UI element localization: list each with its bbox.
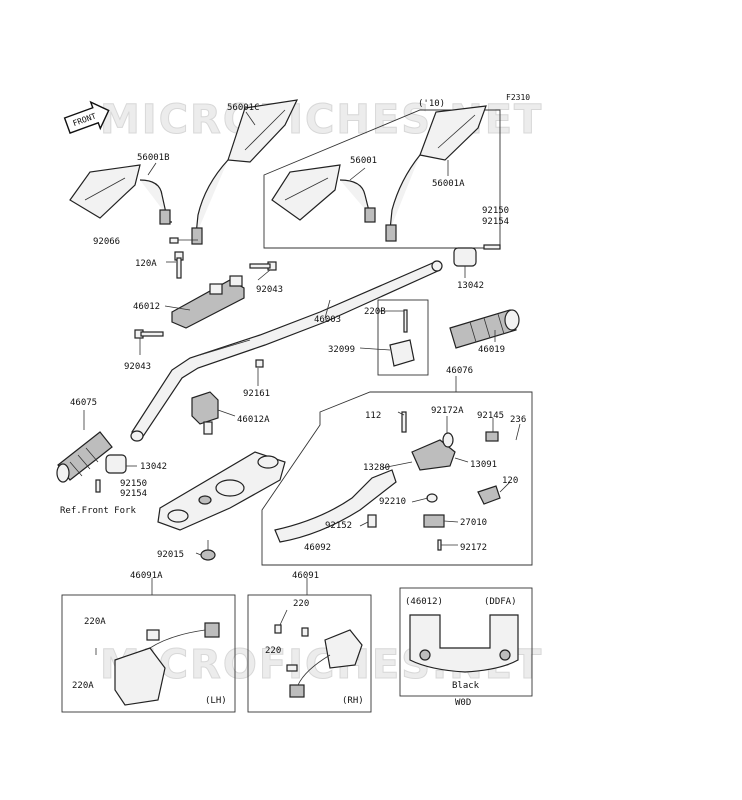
inset-box-32099 [377, 299, 429, 376]
label-13280: 13280 [363, 463, 390, 473]
box-switch-rh [247, 594, 372, 713]
label-46012a: 46012A [237, 415, 270, 425]
nut-92161 [255, 359, 264, 368]
bracket-120 [477, 485, 501, 505]
collar-92152 [367, 514, 377, 528]
label-56001: 56001 [350, 156, 377, 166]
label-92043-top: 92043 [256, 285, 283, 295]
label-92154-bottom: 92154 [120, 489, 147, 499]
bolt-112 [401, 411, 407, 433]
tag-rh: (RH) [342, 696, 364, 706]
label-92066: 92066 [93, 237, 120, 247]
lever-holder-13280 [411, 432, 456, 471]
holder-detail-black [409, 614, 519, 673]
label-220-2: 220 [265, 646, 281, 656]
label-56001c: 56001C [227, 103, 260, 113]
label-92154-top: 92154 [482, 217, 509, 227]
lever-46092 [274, 469, 397, 543]
grip-46075 [56, 431, 113, 483]
label-46075: 46075 [70, 398, 97, 408]
label-92172a: 92172A [431, 406, 464, 416]
label-220a-2: 220A [72, 681, 94, 691]
label-27010: 27010 [460, 518, 487, 528]
nut-92066 [169, 237, 179, 244]
label-46091a: 46091A [130, 571, 163, 581]
inset-box-mirrors-2010 [263, 109, 501, 249]
weight-13042-bottom [105, 454, 127, 474]
figure-code: F2310 [506, 93, 530, 102]
label-220a-1: 220A [84, 617, 106, 627]
label-92161: 92161 [243, 389, 270, 399]
detail-color: Black [452, 681, 480, 691]
label-ref-front-fork: Ref.Front Fork [60, 506, 136, 516]
inset-box-46076 [261, 391, 533, 566]
label-46092: 46092 [304, 543, 331, 553]
label-46003: 46003 [314, 315, 341, 325]
label-46091: 46091 [292, 571, 319, 581]
label-46012: 46012 [133, 302, 160, 312]
bracket-32099 [389, 309, 415, 367]
label-92015: 92015 [157, 550, 184, 560]
handlebar-46003 [130, 260, 443, 442]
handlebar-holder-46012 [171, 275, 245, 329]
grip-46019 [449, 309, 520, 349]
switch-housing-lh [114, 622, 220, 706]
screw-92150-top [483, 244, 501, 250]
label-220b: 220B [364, 307, 386, 317]
switch-housing-rh [274, 624, 363, 698]
label-220-1: 220 [293, 599, 309, 609]
label-236: 236 [510, 415, 526, 425]
nut-92210 [426, 493, 438, 503]
screw-92172 [437, 539, 442, 551]
mirror-56001c [191, 99, 299, 245]
front-arrow-icon: FRONT [63, 100, 110, 134]
steering-stem-top-bridge [157, 451, 286, 531]
label-32099: 32099 [328, 345, 355, 355]
detail-note: W0D [455, 698, 471, 708]
bolt-120a [174, 251, 184, 279]
label-92043-left: 92043 [124, 362, 151, 372]
label-120a: 120A [135, 259, 157, 269]
box-switch-lh [61, 594, 236, 713]
mirror-56001b [69, 164, 172, 225]
label-46076: 46076 [446, 366, 473, 376]
label-56001b: 56001B [137, 153, 170, 163]
detail-variant: (DDFA) [484, 597, 517, 607]
detail-ref-code: (46012) [405, 597, 443, 607]
label-13042-bottom: 13042 [140, 462, 167, 472]
mirror-56001a [385, 105, 487, 242]
label-13091: 13091 [470, 460, 497, 470]
detail-box-46012-ddfa [399, 587, 533, 697]
weight-13042-top [453, 247, 477, 267]
bolt-92043-left [134, 329, 164, 339]
label-46019: 46019 [478, 345, 505, 355]
leader-lines [83, 111, 521, 655]
label-112: 112 [365, 411, 381, 421]
inset-year-label: ('10) [418, 99, 445, 109]
label-92150-bottom: 92150 [120, 479, 147, 489]
handlebar-holder-46012a [191, 391, 219, 435]
bolt-92043-top [249, 261, 277, 271]
switch-27010 [423, 514, 445, 528]
screw-92150-bottom [95, 479, 101, 493]
bracket-92145 [485, 431, 499, 442]
label-56001a: 56001A [432, 179, 465, 189]
nut-92015 [200, 549, 216, 561]
label-92210: 92210 [379, 497, 406, 507]
label-92150-top: 92150 [482, 206, 509, 216]
label-92172: 92172 [460, 543, 487, 553]
label-13042-top: 13042 [457, 281, 484, 291]
label-92152: 92152 [325, 521, 352, 531]
label-120: 120 [502, 476, 518, 486]
label-92145: 92145 [477, 411, 504, 421]
tag-lh: (LH) [205, 696, 227, 706]
mirror-56001 [271, 164, 376, 223]
